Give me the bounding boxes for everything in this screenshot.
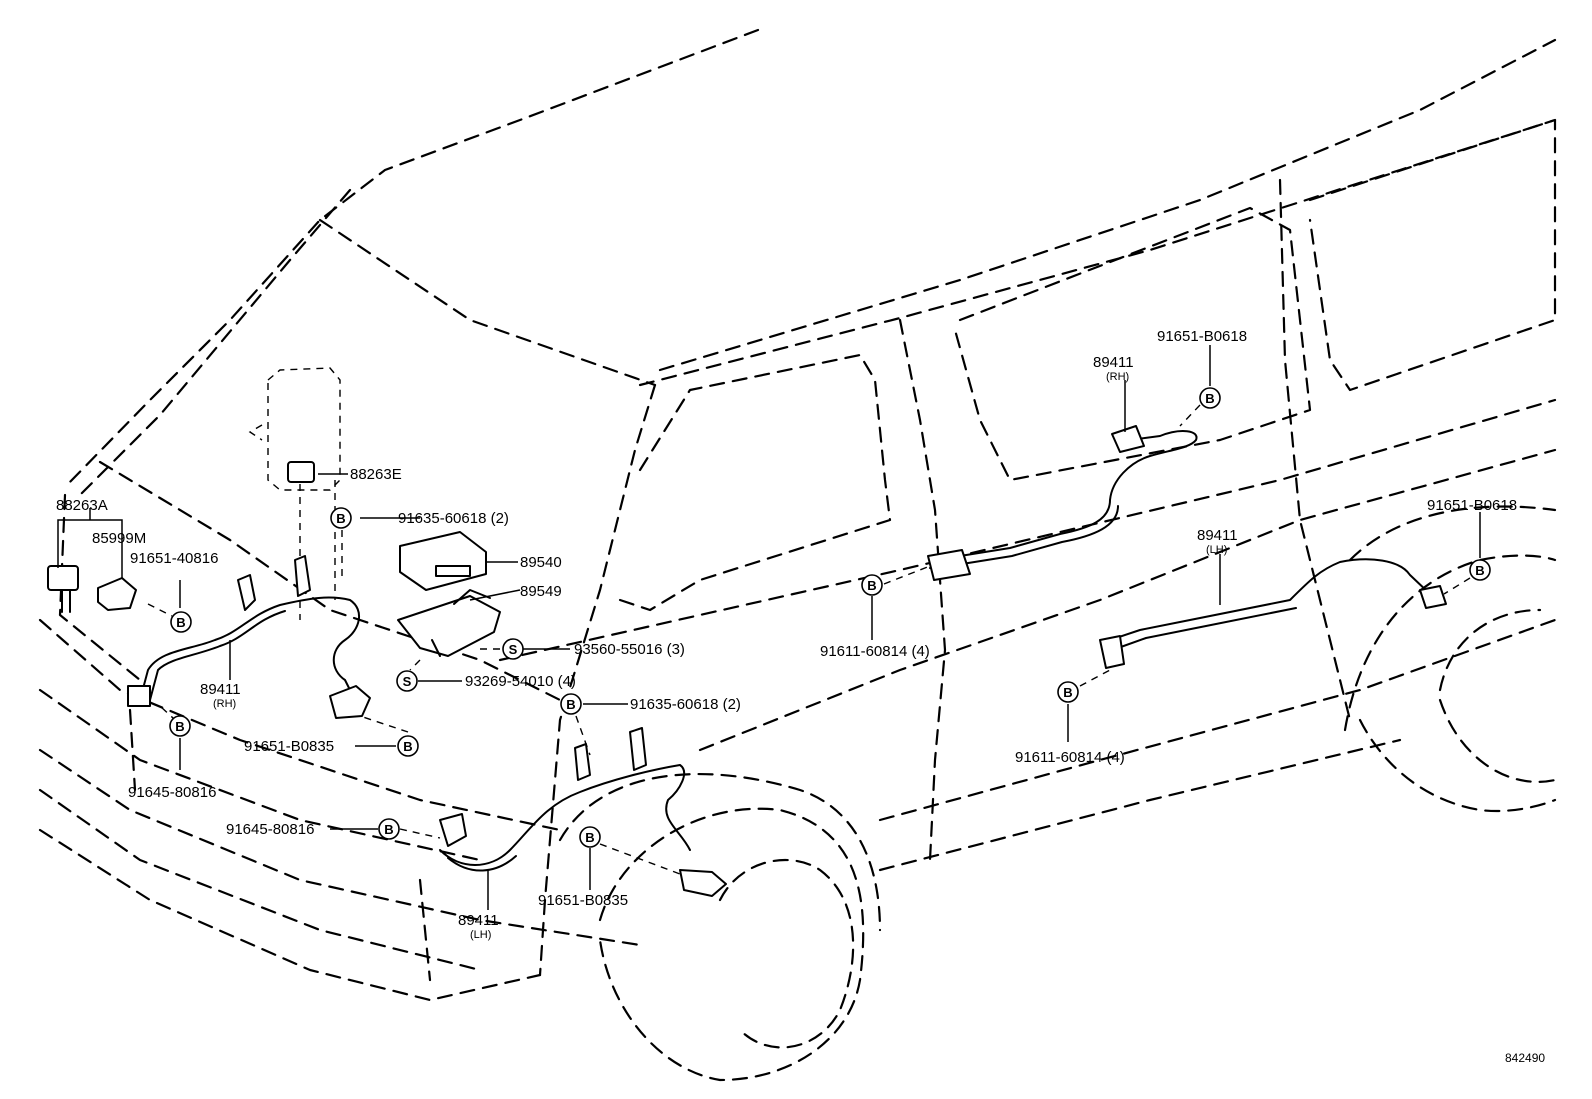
callout-91651-b0835-a: 91651-B0835: [244, 738, 334, 755]
bolt-symbol: B: [169, 715, 191, 737]
bolt-symbol: B: [1199, 387, 1221, 409]
svg-text:S: S: [403, 674, 412, 689]
bracket-89549-part: [397, 595, 501, 657]
callout-89411-front-rh-side: (RH): [213, 698, 236, 710]
callout-91611-60814-b: 91611-60814 (4): [1015, 749, 1125, 766]
bolt-symbol: B: [560, 693, 582, 715]
bolt-symbol: B: [579, 826, 601, 848]
svg-text:S: S: [509, 642, 518, 657]
front-rh-sensor-connector: [127, 685, 151, 707]
callout-91645-80816-a: 91645-80816: [128, 784, 216, 801]
callout-89411-rear-rh-side: (RH): [1106, 371, 1129, 383]
callout-89411-rear-lh: 89411: [1197, 527, 1238, 544]
front-lh-sensor-head: [679, 869, 727, 897]
callout-89411-front-lh: 89411: [458, 912, 499, 929]
fastener-symbols: B B S S B B B B B B B B B: [169, 387, 1491, 848]
svg-text:B: B: [403, 739, 412, 754]
rear-rh-sensor-harness: [927, 425, 1198, 581]
svg-text:B: B: [1063, 685, 1072, 700]
leader-lines: [57, 345, 1481, 910]
callout-93269-54010: 93269-54010 (4): [465, 673, 576, 690]
callout-91645-80816-b: 91645-80816: [226, 821, 314, 838]
callout-91651-b0618-b: 91651-B0618: [1427, 497, 1517, 514]
svg-text:B: B: [336, 511, 345, 526]
bolt-symbol: B: [1469, 559, 1491, 581]
actuator-connector: [435, 565, 471, 577]
callout-89540: 89540: [520, 554, 562, 571]
callout-89411-front-rh: 89411: [200, 681, 241, 698]
svg-text:B: B: [176, 615, 185, 630]
screw-symbol: S: [396, 670, 418, 692]
front-rh-sensor-head: [329, 685, 371, 719]
bolt-symbol: B: [330, 507, 352, 529]
svg-text:B: B: [1205, 391, 1214, 406]
svg-text:B: B: [384, 822, 393, 837]
callout-89549: 89549: [520, 583, 562, 600]
diagram-reference-number: 842490: [1505, 1051, 1545, 1065]
bolt-symbol: B: [170, 611, 192, 633]
svg-text:B: B: [1475, 563, 1484, 578]
svg-text:B: B: [566, 697, 575, 712]
callout-labels: 88263A 85999M 91651-40816 88263E 91635-6…: [56, 328, 1517, 941]
callout-91611-60814-a: 91611-60814 (4): [820, 643, 930, 660]
callout-88263a: 88263A: [56, 497, 108, 514]
front-lh-sensor-harness: [439, 727, 727, 897]
switch-and-bracket: [47, 565, 137, 613]
actuator-89540-part: [399, 531, 487, 591]
callout-91651-b0618-a: 91651-B0618: [1157, 328, 1247, 345]
callout-93560-55016: 93560-55016 (3): [574, 641, 685, 658]
callout-89411-rear-rh: 89411: [1093, 354, 1134, 371]
front-rh-sensor-harness: [127, 555, 371, 719]
callout-91635-60618-b: 91635-60618 (2): [630, 696, 741, 713]
callout-91651-b0835-b: 91651-B0835: [538, 892, 628, 909]
svg-text:B: B: [585, 830, 594, 845]
bracket-85999m-part: [97, 577, 137, 611]
callout-91651-40816: 91651-40816: [130, 550, 218, 567]
bolt-symbol: B: [378, 818, 400, 840]
callout-88263e: 88263E: [350, 466, 402, 483]
callout-89411-front-lh-side: (LH): [470, 929, 491, 941]
bolt-symbol: B: [861, 574, 883, 596]
rear-rh-bracket: [927, 549, 971, 581]
rear-lh-sensor-head: [1419, 585, 1447, 609]
svg-text:B: B: [867, 578, 876, 593]
callout-89411-rear-lh-side: (LH): [1206, 544, 1227, 556]
abs-actuator: [397, 531, 501, 657]
svg-text:B: B: [175, 719, 184, 734]
callout-91635-60618-a: 91635-60618 (2): [398, 510, 509, 527]
rear-lh-bracket: [1099, 635, 1125, 669]
vehicle-body-outline: [38, 28, 1557, 1082]
bolt-symbol: B: [397, 735, 419, 757]
relay-box: [248, 367, 341, 620]
callout-85999m: 85999M: [92, 530, 146, 547]
bolt-symbol: B: [1057, 681, 1079, 703]
rear-rh-sensor-head: [1111, 425, 1145, 453]
switch-88263a-part: [47, 565, 79, 591]
front-lh-sensor-connector: [439, 813, 467, 847]
rear-lh-sensor-harness: [1099, 558, 1447, 669]
screw-symbol: S: [502, 638, 524, 660]
relay-88263e-part: [287, 461, 315, 483]
